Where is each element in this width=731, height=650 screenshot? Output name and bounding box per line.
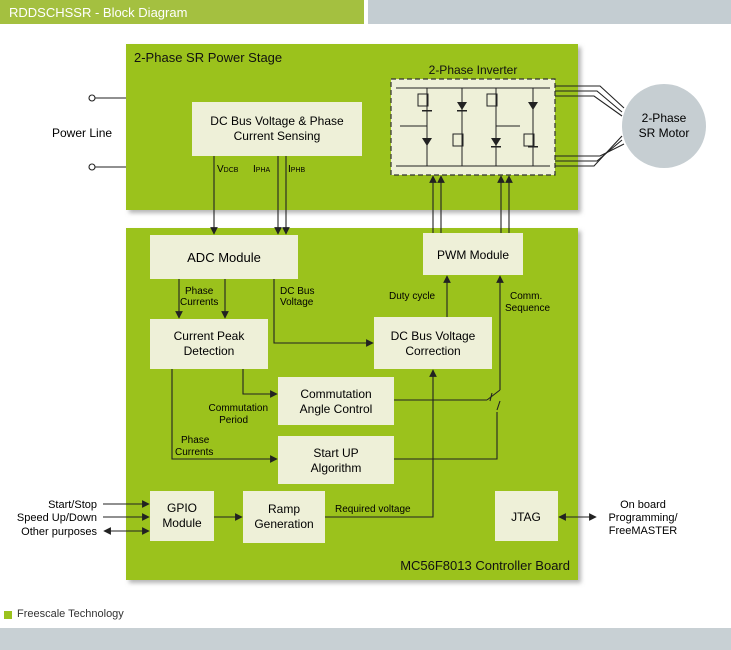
title-bar: RDDSCHSSR - Block Diagram: [0, 0, 364, 24]
onboard-label-1: On board: [620, 499, 666, 511]
comm-sequence-label-1: Comm.: [510, 291, 542, 302]
phase-currents-label-1: Phase: [185, 286, 214, 297]
sensing-label-2: Current Sensing: [234, 129, 321, 143]
cpd-label-1: Current Peak: [174, 329, 246, 343]
motor-label-2: SR Motor: [639, 126, 690, 140]
startup-label-1: Start UP: [313, 446, 358, 460]
selector-switch-icon: [486, 389, 501, 411]
cac-label-1: Commutation: [300, 387, 371, 401]
motor-connection-lines: [555, 85, 625, 167]
phase-currents-label-2: Currents: [180, 297, 218, 308]
other-purposes-label: Other purposes: [21, 526, 97, 538]
motor-label-1: 2-Phase: [642, 111, 687, 125]
legend-swatch: [4, 611, 12, 619]
ramp-label-1: Ramp: [268, 502, 300, 516]
vdcb-label: VDCB: [217, 164, 239, 175]
adc-module-label: ADC Module: [187, 250, 261, 265]
inverter-title: 2-Phase Inverter: [429, 63, 518, 77]
power-line-terminals: [88, 94, 126, 171]
required-voltage-label: Required voltage: [335, 504, 411, 515]
start-stop-label: Start/Stop: [48, 499, 97, 511]
signal-wires: [103, 156, 597, 535]
inverter-diodes-icon: [422, 102, 538, 148]
duty-cycle-label: Duty cycle: [389, 291, 436, 302]
dcbc-label-1: DC Bus Voltage: [391, 329, 476, 343]
pwm-module-label: PWM Module: [437, 248, 509, 262]
speed-label: Speed Up/Down: [17, 512, 97, 524]
adc-module-block: [150, 235, 298, 279]
onboard-label-3: FreeMASTER: [609, 525, 678, 537]
jtag-label: JTAG: [511, 510, 541, 524]
phase-currents-b-label-1: Phase: [181, 435, 210, 446]
cac-label-2: Angle Control: [300, 402, 373, 416]
diagram-title: RDDSCHSSR - Block Diagram: [9, 5, 188, 20]
dcbc-label-2: Correction: [405, 344, 460, 358]
cpd-label-2: Detection: [184, 344, 235, 358]
current-peak-detection-block: [150, 319, 268, 369]
dc-bus-correction-block: [374, 317, 492, 369]
startup-algorithm-block: [278, 436, 394, 484]
dc-bus-label-1: DC Bus: [280, 286, 314, 297]
jtag-block: [495, 491, 558, 541]
commutation-angle-block: [278, 377, 394, 425]
pwm-module-block: [423, 233, 523, 275]
iphb-label: IPHB: [288, 164, 306, 175]
startup-label-2: Algorithm: [311, 461, 362, 475]
power-stage-title: 2-Phase SR Power Stage: [134, 50, 282, 65]
motor-circle: [622, 84, 706, 168]
gpio-label-2: Module: [162, 516, 202, 530]
inverter-schematic-icon: [396, 87, 550, 167]
commutation-period-label-1: Commutation: [209, 403, 268, 414]
ipha-label: IPHA: [253, 164, 271, 175]
gpio-module-block: [150, 491, 214, 541]
controller-title: MC56F8013 Controller Board: [400, 558, 570, 573]
comm-sequence-label-2: Sequence: [505, 303, 550, 314]
gpio-label-1: GPIO: [167, 501, 197, 515]
ramp-label-2: Generation: [254, 517, 313, 531]
phase-currents-b-label-2: Currents: [175, 447, 213, 458]
sensing-block: [192, 102, 362, 156]
power-line-label: Power Line: [52, 126, 112, 140]
sensing-label-1: DC Bus Voltage & Phase: [210, 114, 344, 128]
legend-label: Freescale Technology: [17, 608, 124, 620]
ramp-generation-block: [243, 491, 325, 543]
inverter-block: [390, 78, 556, 176]
commutation-period-label-2: Period: [219, 415, 248, 426]
footer-bar: [0, 628, 731, 650]
title-bar-right: [368, 0, 731, 24]
dc-bus-label-2: Voltage: [280, 297, 314, 308]
onboard-label-2: Programming/: [608, 512, 678, 524]
